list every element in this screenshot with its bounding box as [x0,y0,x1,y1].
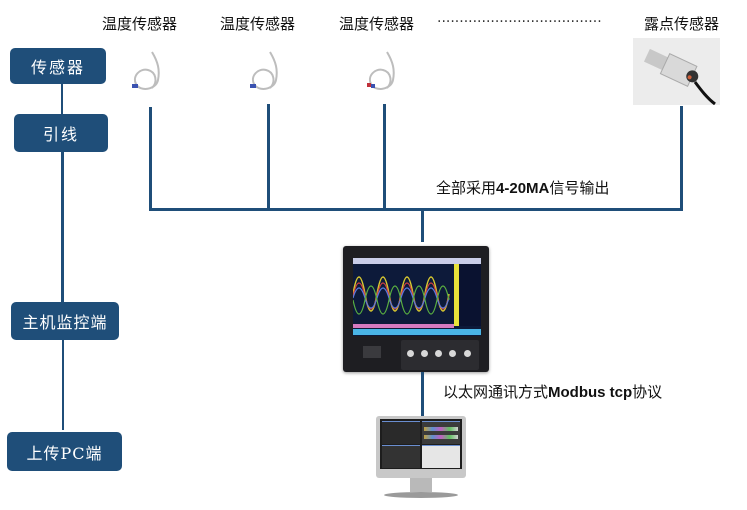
recorder-screen [353,258,481,336]
stage-lead: 引线 [14,114,108,152]
bus-to-recorder-wire [421,208,424,242]
stage-pc-label: 上传PC端 [26,443,103,463]
sensor-label: 露点传感器 [644,15,720,33]
signal-note: 全部采用4-20MA信号输出 [436,179,610,197]
stage-sensor: 传感器 [10,48,106,84]
stage-connector [62,340,64,430]
stage-lead-label: 引线 [42,125,79,144]
monitor-pc [376,416,466,506]
dew-point-sensor-icon [633,38,720,106]
stage-host-label: 主机监控端 [22,313,108,332]
sensor-wire [267,104,270,211]
paperless-recorder [343,246,489,372]
temperature-probe-icon [132,51,160,90]
stage-pc: 上传PC端 [7,432,122,471]
stage-connector [61,84,63,114]
stage-host: 主机监控端 [11,302,119,340]
sensor-label: 温度传感器 [102,15,178,33]
sensor-label: 温度传感器 [339,15,415,33]
network-note: 以太网通讯方式Modbus tcp协议 [443,383,663,401]
sensor-label: 温度传感器 [220,15,296,33]
sensor-wire [680,106,683,211]
temperature-probe-icon [250,51,278,90]
signal-bus [149,208,683,211]
temperature-probe-icon [367,51,395,90]
ellipsis-separator: ····································· [437,14,602,30]
pc-screen [380,419,462,469]
sensor-wire [149,107,152,211]
stage-sensor-label: 传感器 [30,58,85,77]
ethernet-wire [421,372,424,417]
stage-connector [61,152,64,302]
sensor-wire [383,104,386,211]
